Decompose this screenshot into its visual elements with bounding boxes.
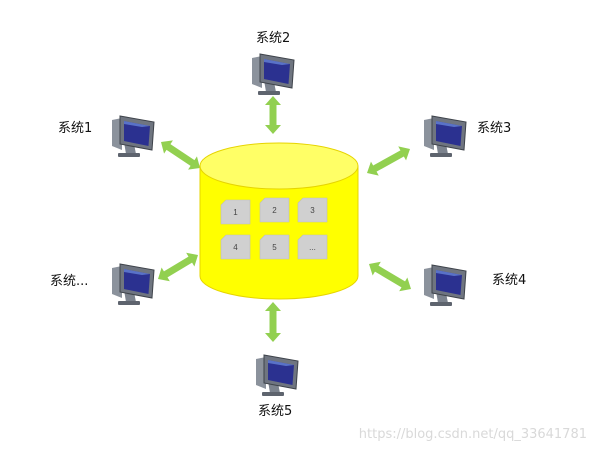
double-arrow-icon [265, 96, 281, 134]
label-system-2: 系统2 [256, 31, 291, 46]
data-card: ... [297, 234, 328, 260]
double-arrow-icon [368, 261, 412, 292]
data-card: 1 [220, 199, 251, 225]
watermark-text: https://blog.csdn.net/qq_33641781 [358, 427, 587, 442]
label-system-more: 系统... [50, 274, 89, 289]
cylinder-top [199, 142, 359, 190]
data-card-icon [220, 234, 251, 260]
data-card-label: 4 [233, 243, 238, 252]
data-card-label: 5 [272, 243, 277, 252]
double-arrow-icon [265, 302, 281, 342]
label-system-1: 系统1 [58, 121, 93, 136]
data-card-icon [259, 197, 290, 223]
label-system-3: 系统3 [477, 121, 512, 136]
computer-monitor-icon [423, 115, 467, 158]
arrows-layer [158, 96, 412, 342]
database-cylinder-icon: 1 2 3 4 5... [199, 142, 359, 300]
data-card-label: ... [309, 243, 316, 252]
data-card-label: 2 [272, 206, 277, 215]
computer-monitor-icon [111, 263, 155, 306]
data-card-label: 1 [233, 208, 238, 217]
data-card: 3 [297, 197, 328, 223]
data-card: 5 [259, 234, 290, 260]
computer-monitor-icon [251, 53, 295, 96]
data-card-icon [220, 199, 251, 225]
computer-monitor-icon [423, 264, 467, 307]
double-arrow-icon [160, 140, 201, 170]
computer-monitor-icon [255, 354, 299, 397]
data-card: 2 [259, 197, 290, 223]
label-system-4: 系统4 [492, 273, 527, 288]
double-arrow-icon [158, 252, 198, 282]
label-system-5: 系统5 [258, 404, 293, 419]
data-card-icon [297, 197, 328, 223]
computer-monitor-icon [111, 115, 155, 158]
data-card-icon [297, 234, 328, 260]
data-card-label: 3 [310, 206, 315, 215]
data-card-icon [259, 234, 290, 260]
data-card: 4 [220, 234, 251, 260]
double-arrow-icon [367, 146, 410, 176]
